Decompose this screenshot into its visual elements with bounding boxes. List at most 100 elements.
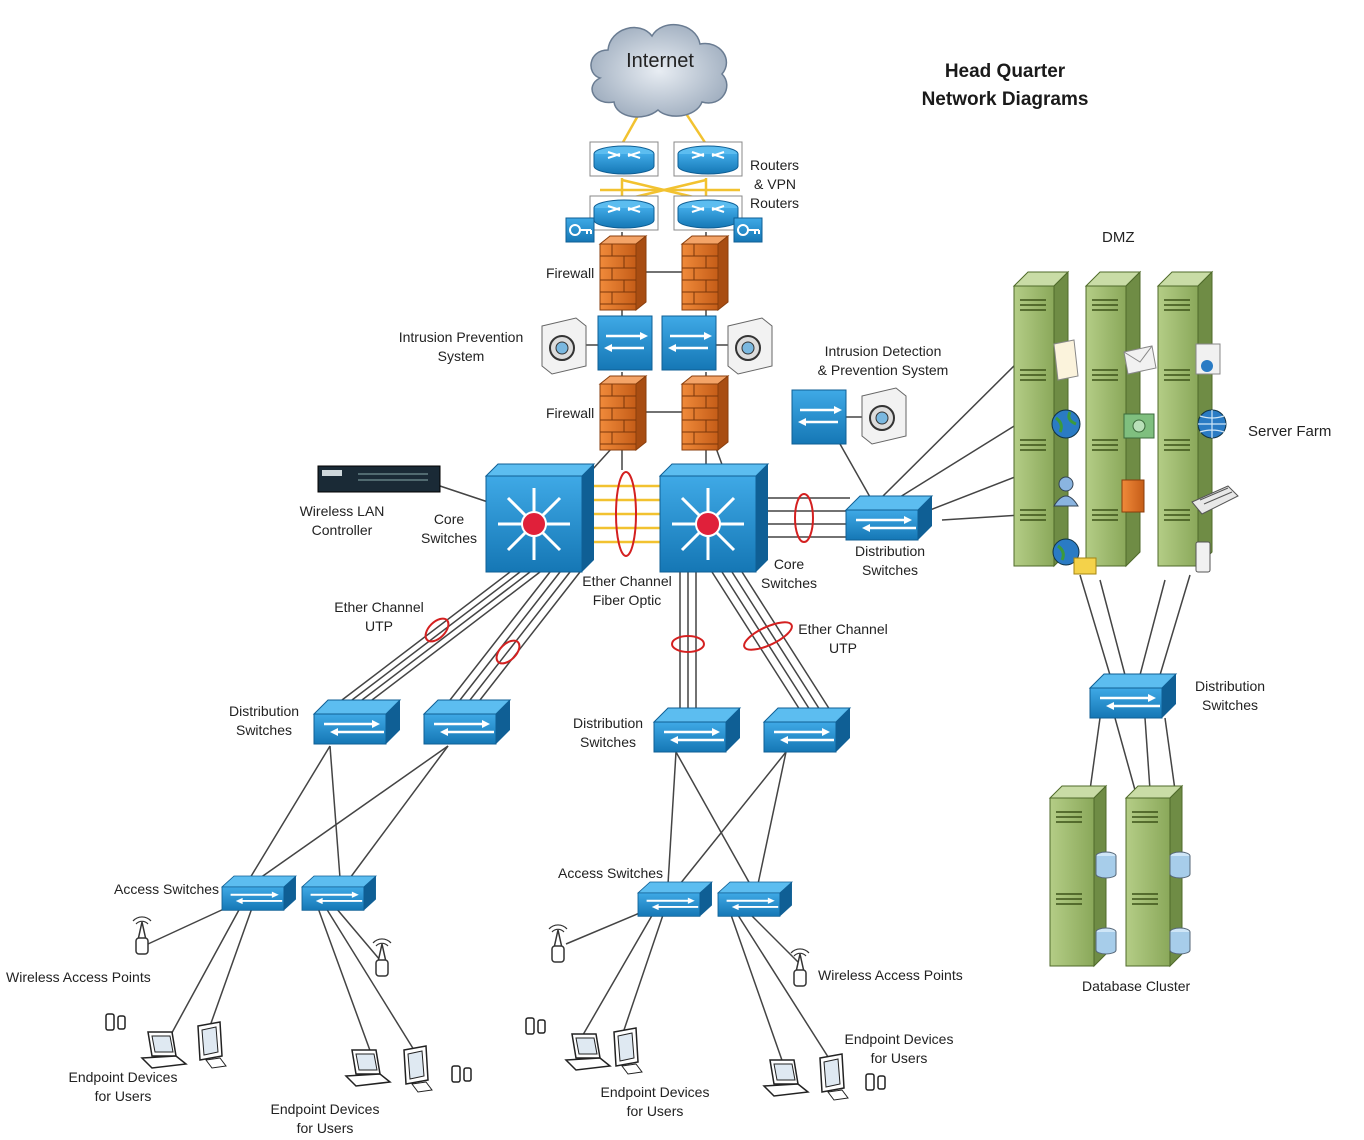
monitor-icon xyxy=(197,1021,227,1069)
wlc-label: Wireless LAN Controller xyxy=(296,502,388,540)
core-switch-icon xyxy=(658,462,770,574)
ips-label-line: Intrusion Prevention xyxy=(398,329,524,345)
database-icon xyxy=(1095,851,1117,879)
dist-db-label: Distribution Switches xyxy=(1188,677,1272,715)
laptop-icon xyxy=(141,1031,187,1069)
database-cluster xyxy=(1049,785,1191,967)
document-icon xyxy=(1053,339,1079,381)
idps-label: Intrusion Detection & Prevention System xyxy=(812,342,954,380)
endpoint-label-line: Endpoint Devices xyxy=(68,1069,178,1085)
core-right-label: Core Switches xyxy=(758,555,820,593)
wlc-icon xyxy=(317,465,441,493)
endpoint-label-line: for Users xyxy=(296,1120,354,1136)
phone-icon xyxy=(865,1073,886,1091)
ethchannel-utp-right-label: Ether Channel UTP xyxy=(794,620,892,658)
dist-label-line: Switches xyxy=(861,562,919,578)
core-label-line: Core xyxy=(773,556,805,572)
access-switch-icon xyxy=(220,874,298,912)
title-line-2: Network Diagrams xyxy=(921,89,1089,110)
ethchannel-utp-ring-2 xyxy=(495,639,521,665)
dist-left-label: Distribution Switches xyxy=(222,702,306,740)
distribution-switch-icon xyxy=(652,706,742,754)
idps-sensor-icon xyxy=(861,387,907,445)
ethchannel-label-line: Fiber Optic xyxy=(592,592,662,608)
monitor-icon xyxy=(613,1027,643,1075)
internet-label: Internet xyxy=(626,50,694,72)
dist-label-line: Distribution xyxy=(1194,678,1266,694)
monitor-icon xyxy=(403,1045,433,1093)
dist-label-line: Switches xyxy=(235,722,293,738)
globe-icon xyxy=(1051,409,1081,439)
firewall-icon xyxy=(599,235,647,311)
endpoint-label-line: Endpoint Devices xyxy=(844,1031,954,1047)
ips-label: Intrusion Prevention System xyxy=(394,328,528,366)
ethchannel-utp-ring-3 xyxy=(671,635,705,653)
access-mid-label: Access Switches xyxy=(558,865,664,881)
dist-label-line: Distribution xyxy=(228,703,300,719)
core-label-line: Switches xyxy=(420,530,478,546)
db-cluster-label: Database Cluster xyxy=(1082,978,1191,994)
firewall-icon xyxy=(681,375,729,451)
endpoint-label-line: for Users xyxy=(870,1050,928,1066)
routers-label: Routers & VPN Routers xyxy=(750,156,799,213)
ethchannel-core-dist-ring xyxy=(794,493,814,543)
vpn-router-icon xyxy=(589,195,659,231)
access-switch-icon xyxy=(300,874,378,912)
idps-appliance-icon xyxy=(790,388,848,446)
server-farm xyxy=(1013,271,1239,575)
network-device-icon xyxy=(1195,343,1221,375)
printer-icon xyxy=(1191,485,1239,515)
mobile-phone-icon xyxy=(1195,541,1211,573)
firewall-icon xyxy=(599,375,647,451)
user-icon xyxy=(1053,476,1079,507)
distribution-switch-icon xyxy=(844,494,934,542)
router-icon xyxy=(589,141,659,177)
dist-label-line: Switches xyxy=(1201,697,1259,713)
endpoint-label-line: for Users xyxy=(626,1103,684,1119)
core-switch-icon xyxy=(484,462,596,574)
vpn-router-icon xyxy=(673,195,743,231)
idps-label-line: & Prevention System xyxy=(817,362,949,378)
money-icon xyxy=(1123,413,1155,439)
routers-label-line: & VPN xyxy=(754,176,797,192)
ethchannel-fiber-label: Ether Channel Fiber Optic xyxy=(578,572,676,610)
phone-icon xyxy=(105,1013,126,1031)
routers-label-line: Routers xyxy=(750,157,800,173)
endpoint-label-line: Endpoint Devices xyxy=(600,1084,710,1100)
ips-sensor-icon xyxy=(727,317,773,375)
routers-label-line: Routers xyxy=(750,195,800,211)
distribution-switch-icon xyxy=(312,698,402,746)
firewall-icon xyxy=(681,235,729,311)
globe-icon xyxy=(1052,538,1080,566)
distribution-switch-icon xyxy=(762,706,852,754)
endpoint-group-2 xyxy=(345,1045,472,1093)
wireless-ap-icon xyxy=(372,938,392,977)
wlc-label-line: Controller xyxy=(311,522,373,538)
ethchannel-label-line: UTP xyxy=(829,640,857,656)
wireless-ap-icon xyxy=(132,916,152,955)
mail-icon xyxy=(1123,345,1157,375)
ips-appliance-icon xyxy=(596,314,654,372)
firewall-label-top: Firewall xyxy=(546,265,595,281)
ethchannel-label-line: Ether Channel xyxy=(798,621,888,637)
routers-group xyxy=(565,141,763,243)
dmz-label: DMZ xyxy=(1102,229,1135,246)
phone-icon xyxy=(525,1017,546,1035)
endpoint-label-4: Endpoint Devices for Users xyxy=(838,1030,960,1068)
ips-label-line: System xyxy=(437,348,485,364)
vpn-key-icon xyxy=(565,217,595,243)
distribution-switch-icon xyxy=(422,698,512,746)
globe-icon xyxy=(1197,409,1227,439)
ethchannel-core-fiber-ring xyxy=(615,471,637,557)
diagram-title: Head Quarter Network Diagrams xyxy=(902,58,1108,114)
endpoint-label-line: Endpoint Devices xyxy=(270,1101,380,1117)
ethchannel-label-line: UTP xyxy=(365,618,393,634)
internet-cloud: Internet xyxy=(590,23,728,118)
laptop-icon xyxy=(345,1049,391,1087)
core-label-line: Switches xyxy=(760,575,818,591)
endpoint-label-line: for Users xyxy=(94,1088,152,1104)
ips-appliance-icon xyxy=(660,314,718,372)
firewall-label-bottom: Firewall xyxy=(546,405,595,421)
core-left-label: Core Switches xyxy=(418,510,480,548)
